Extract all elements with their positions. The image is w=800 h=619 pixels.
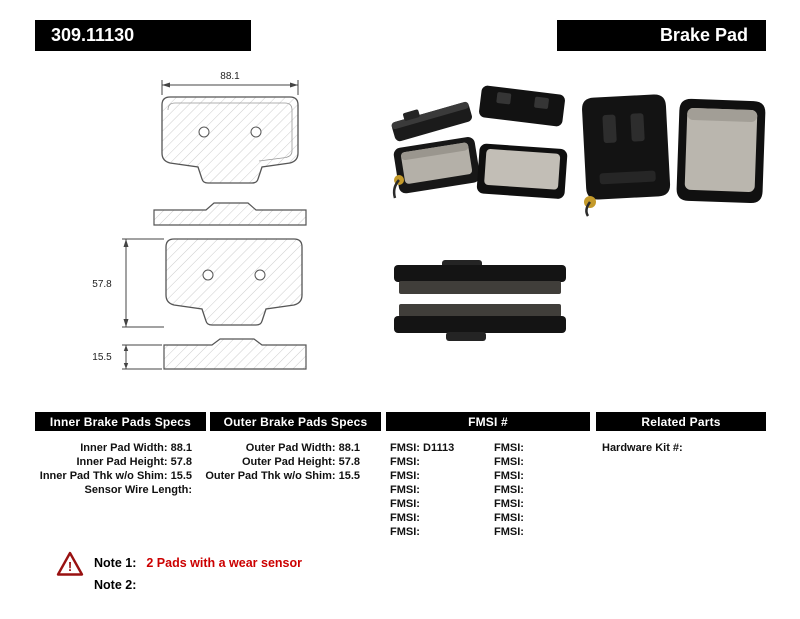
fmsi-label: FMSI: — [390, 484, 420, 496]
note-1-text: 2 Pads with a wear sensor — [146, 556, 302, 570]
warning-triangle-icon: ! — [56, 551, 84, 576]
fmsi-row: FMSI: — [390, 455, 486, 469]
pad-outline — [165, 238, 303, 326]
fmsi-row: FMSI: — [390, 469, 486, 483]
fmsi-label: FMSI: — [494, 526, 524, 538]
fmsi-label: FMSI: — [390, 526, 420, 538]
inner-specs-list: Inner Pad Width: 88.1 Inner Pad Height: … — [20, 441, 192, 497]
note-2-label: Note 2: — [94, 578, 137, 592]
outer-pad-edge-drawing: 15.5 — [92, 338, 307, 370]
pad-edge-top — [394, 260, 566, 294]
pad-edge-bottom — [394, 304, 566, 341]
outer-specs-header: Outer Brake Pads Specs — [210, 412, 381, 431]
pad-stack-photo — [394, 260, 566, 341]
fmsi-row: FMSI: — [494, 511, 564, 525]
fmsi-row: FMSI: — [494, 469, 564, 483]
spec-value: 15.5 — [338, 470, 360, 482]
outer-specs-list: Outer Pad Width: 88.1 Outer Pad Height: … — [195, 441, 360, 483]
product-title: Brake Pad — [659, 25, 748, 45]
pad-set-photo — [391, 85, 568, 199]
warning-glyph: ! — [68, 559, 72, 574]
inner-pad-width-row: Inner Pad Width: 88.1 — [20, 441, 192, 455]
pad-outline — [161, 96, 299, 184]
fmsi-row: FMSI: — [494, 525, 564, 539]
fmsi-label: FMSI: — [494, 442, 524, 454]
spec-label: Inner Pad Width: — [80, 442, 168, 454]
fmsi-label: FMSI: — [494, 512, 524, 524]
outer-pad-thickness-row: Outer Pad Thk w/o Shim: 15.5 — [195, 469, 360, 483]
spec-label: Outer Pad Thk w/o Shim: — [205, 470, 336, 482]
pad-friction-view — [676, 98, 766, 204]
note-1-label: Note 1: — [94, 556, 137, 570]
fmsi-row: FMSI: — [494, 497, 564, 511]
pad-pair-photo — [582, 94, 766, 217]
height-dimension-label: 57.8 — [92, 279, 112, 290]
fmsi-label: FMSI: — [494, 484, 524, 496]
fmsi-label: FMSI: — [390, 470, 420, 482]
inner-specs-header: Inner Brake Pads Specs — [35, 412, 206, 431]
fmsi-row: FMSI: D1113 — [390, 441, 486, 455]
fmsi-label: FMSI: — [494, 456, 524, 468]
spec-label: Outer Pad Height: — [242, 456, 336, 468]
fmsi-label: FMSI: — [390, 512, 420, 524]
pad-friction-face-right — [476, 143, 568, 199]
spec-label: Sensor Wire Length: — [84, 484, 192, 496]
fmsi-label: FMSI: — [390, 456, 420, 468]
fmsi-row: FMSI: — [390, 525, 486, 539]
inner-pad-front-drawing: 88.1 — [161, 71, 299, 184]
pad-friction-face-left — [393, 137, 480, 194]
pad-edge-outline — [163, 338, 307, 370]
fmsi-label: FMSI: — [390, 442, 420, 454]
part-number-bar: 309.11130 — [35, 20, 251, 51]
fmsi-list-1: FMSI: D1113 FMSI: FMSI: FMSI: FMSI: FMSI… — [390, 441, 486, 539]
spec-label: Outer Pad Width: — [245, 442, 336, 454]
fmsi-label: FMSI: — [390, 498, 420, 510]
product-title-bar: Brake Pad — [557, 20, 766, 51]
spec-label: Hardware Kit #: — [602, 442, 683, 454]
fmsi-list-2: FMSI: FMSI: FMSI: FMSI: FMSI: FMSI: FMSI… — [494, 441, 564, 539]
backing-plate-edge — [391, 101, 472, 142]
spec-label: Inner Pad Height: — [76, 456, 168, 468]
spec-value: 88.1 — [170, 442, 192, 454]
spec-value: 57.8 — [170, 456, 192, 468]
spec-value: 57.8 — [338, 456, 360, 468]
outer-pad-width-row: Outer Pad Width: 88.1 — [195, 441, 360, 455]
fmsi-row: FMSI: — [390, 483, 486, 497]
pad-rear-view — [582, 94, 671, 200]
sensor-wire-length-row: Sensor Wire Length: — [20, 483, 192, 497]
inner-pad-thickness-row: Inner Pad Thk w/o Shim: 15.5 — [20, 469, 192, 483]
fmsi-header: FMSI # — [386, 412, 590, 431]
related-parts-header: Related Parts — [596, 412, 766, 431]
part-number: 309.11130 — [51, 25, 135, 45]
fmsi-label: FMSI: — [494, 470, 524, 482]
fmsi-label: FMSI: — [494, 498, 524, 510]
thickness-dimension-label: 15.5 — [92, 352, 112, 363]
fmsi-row: FMSI: — [494, 441, 564, 455]
inner-pad-height-row: Inner Pad Height: 57.8 — [20, 455, 192, 469]
spec-label: Inner Pad Thk w/o Shim: — [39, 470, 168, 482]
backing-plate-rear — [479, 85, 565, 127]
pad-edge-outline — [153, 202, 307, 226]
related-parts-list: Hardware Kit #: — [602, 441, 762, 455]
fmsi-row: FMSI: — [390, 497, 486, 511]
outer-pad-height-row: Outer Pad Height: 57.8 — [195, 455, 360, 469]
outer-pad-front-drawing: 57.8 — [92, 238, 303, 328]
width-dimension-label: 88.1 — [220, 71, 240, 82]
note-1: Note 1: 2 Pads with a wear sensor — [94, 556, 302, 570]
fmsi-row: FMSI: — [494, 455, 564, 469]
spec-value: 88.1 — [338, 442, 360, 454]
note-2: Note 2: — [94, 578, 146, 592]
fmsi-value: D1113 — [423, 442, 455, 454]
spec-value: 15.5 — [170, 470, 192, 482]
hardware-kit-row: Hardware Kit #: — [602, 441, 762, 455]
fmsi-row: FMSI: — [390, 511, 486, 525]
inner-pad-edge-drawing — [153, 202, 307, 226]
fmsi-row: FMSI: — [494, 483, 564, 497]
